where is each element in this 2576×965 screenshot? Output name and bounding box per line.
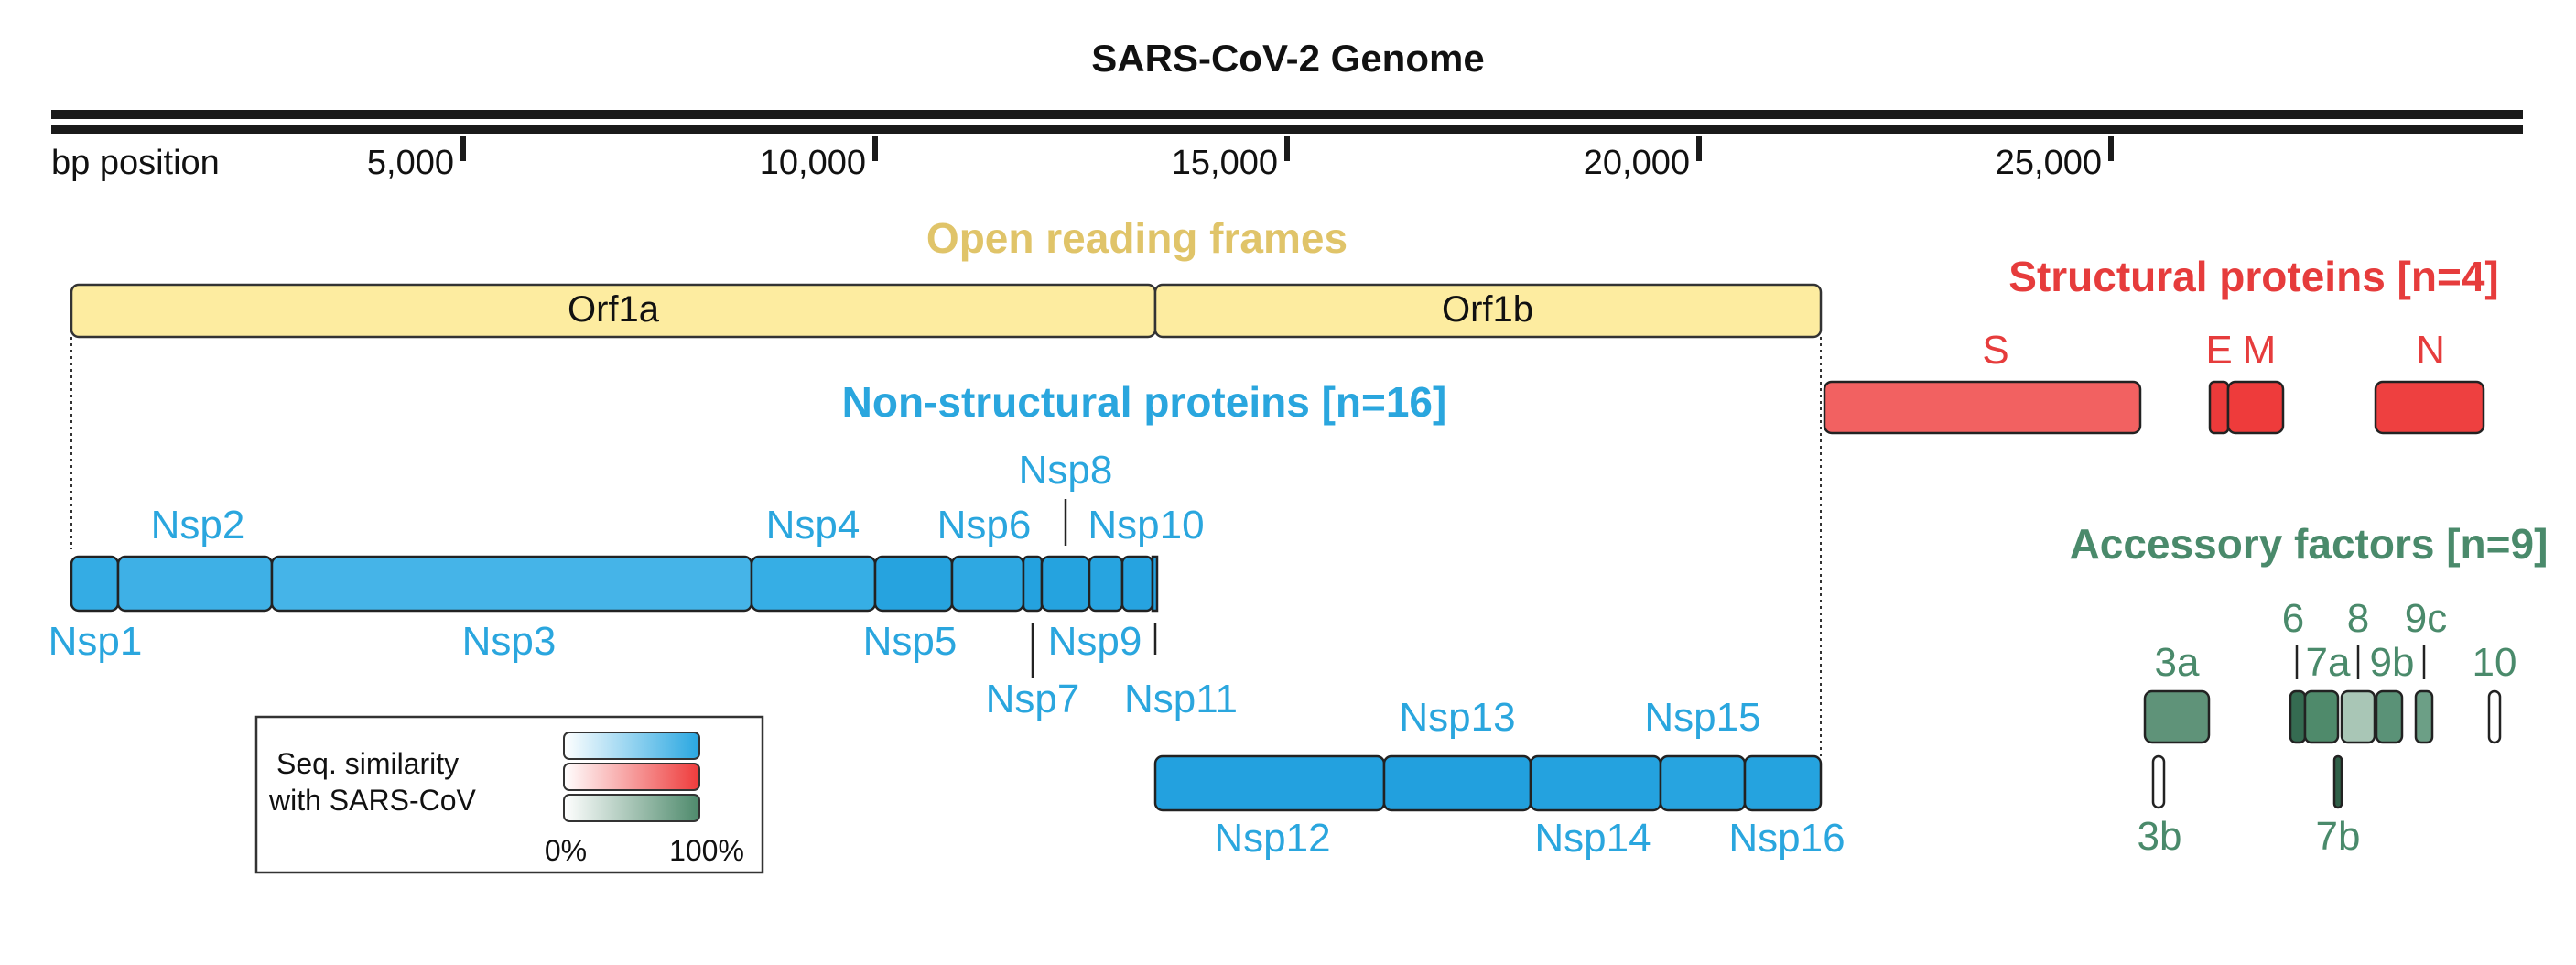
- orf8-label: 8: [2347, 596, 2369, 641]
- orf10-label: 10: [2473, 640, 2517, 685]
- nsp8-label: Nsp8: [1019, 448, 1113, 493]
- nsp10-box: [1120, 555, 1154, 613]
- nsp2-box: [116, 555, 274, 613]
- axis-tick-mark: [2108, 136, 2114, 161]
- diagram-title: SARS-CoV-2 Genome: [1091, 37, 1484, 80]
- axis-tick-label: 25,000: [1996, 144, 2102, 182]
- structural-heading: Structural proteins [n=4]: [2008, 253, 2498, 300]
- legend-title-line1: Seq. similarity: [276, 747, 459, 780]
- m-protein-label: M: [2243, 328, 2277, 373]
- nsp6-label: Nsp6: [937, 503, 1032, 548]
- legend-title-line2: with SARS-CoV: [268, 784, 477, 817]
- similarity-legend: Seq. similarity with SARS-CoV 0% 100%: [254, 715, 764, 874]
- orf6-label: 6: [2282, 596, 2304, 641]
- structural-boxes: [1823, 380, 2485, 435]
- genome-bar-bottom: [51, 125, 2523, 134]
- nsp9-label: Nsp9: [1048, 619, 1142, 664]
- orf3b-label: 3b: [2138, 814, 2182, 859]
- nsp-heading: Non-structural proteins [n=16]: [842, 378, 1447, 426]
- e-protein-box: [2208, 380, 2230, 435]
- orf8-box: [2340, 689, 2376, 744]
- s-protein-box: [1823, 380, 2142, 435]
- nsp6-box: [950, 555, 1025, 613]
- orf7b-label: 7b: [2316, 814, 2361, 859]
- accessory-boxes: [2143, 689, 2502, 809]
- m-protein-box: [2226, 380, 2285, 435]
- e-protein-label: E: [2205, 328, 2232, 373]
- nsp-row-1: [70, 555, 1159, 613]
- axis-tick-mark: [460, 136, 466, 161]
- orf9c-box: [2414, 689, 2434, 744]
- axis-tick-mark: [1696, 136, 1702, 161]
- axis-tick-mark: [872, 136, 878, 161]
- n-protein-box: [2374, 380, 2485, 435]
- orf1b-bar: [1153, 283, 1823, 339]
- axis-tick-label: 20,000: [1584, 144, 1690, 182]
- orf7a-label: 7a: [2306, 640, 2351, 685]
- nsp15-box: [1659, 754, 1747, 812]
- nsp9-box: [1088, 555, 1124, 613]
- nsp7-box: [1022, 555, 1044, 613]
- s-protein-label: S: [1982, 328, 2008, 373]
- legend-min-label: 0%: [545, 834, 587, 867]
- axis-tick-label: 10,000: [760, 144, 866, 182]
- axis-ticks: 5,000 10,000 15,000 20,000 25,000: [367, 136, 2114, 182]
- orf-heading: Open reading frames: [926, 214, 1348, 262]
- orf9b-label: 9b: [2370, 640, 2415, 685]
- accessory-heading: Accessory factors [n=9]: [2070, 520, 2549, 568]
- nsp7-label: Nsp7: [986, 677, 1080, 721]
- orf6-box: [2289, 689, 2307, 744]
- orf1b: Orf1b: [1153, 283, 1823, 339]
- nsp16-box: [1743, 754, 1823, 812]
- axis-label: bp position: [51, 144, 220, 182]
- axis-tick-label: 15,000: [1172, 144, 1278, 182]
- nsp15-label: Nsp15: [1644, 695, 1760, 740]
- nsp14-label: Nsp14: [1534, 816, 1651, 861]
- orf7b-box: [2332, 754, 2343, 809]
- orf3a-label: 3a: [2155, 640, 2200, 685]
- nsp13-box: [1382, 754, 1532, 812]
- nsp5-label: Nsp5: [863, 619, 958, 664]
- nsp14-box: [1529, 754, 1662, 812]
- orf9c-label: 9c: [2405, 596, 2447, 641]
- nsp1-box: [70, 555, 120, 613]
- nsp4-box: [750, 555, 877, 613]
- orf1b-label: Orf1b: [1442, 289, 1533, 330]
- axis-tick-mark: [1284, 136, 1290, 161]
- legend-swatch-red: [563, 763, 700, 791]
- nsp2-label: Nsp2: [151, 503, 245, 548]
- genome-axis: bp position 5,000 10,000 15,000 20,000 25,00…: [51, 110, 2523, 182]
- nsp10-label: Nsp10: [1088, 503, 1204, 548]
- nsp13-label: Nsp13: [1399, 695, 1515, 740]
- legend-max-label: 100%: [669, 834, 744, 867]
- orf1a: Orf1a: [70, 283, 1157, 339]
- axis-tick-label: 5,000: [367, 144, 454, 182]
- legend-swatch-green: [563, 794, 700, 822]
- nsp11-box: [1151, 555, 1159, 613]
- nsp-row-2: [1153, 754, 1823, 812]
- nsp4-label: Nsp4: [766, 503, 860, 548]
- orf3a-box: [2143, 689, 2211, 744]
- nsp3-box: [270, 555, 753, 613]
- nsp16-label: Nsp16: [1728, 816, 1845, 861]
- orf9b-box: [2375, 689, 2404, 744]
- nsp12-label: Nsp12: [1214, 816, 1330, 861]
- orf10-box: [2487, 689, 2502, 744]
- nsp3-label: Nsp3: [462, 619, 557, 664]
- nsp5-box: [873, 555, 954, 613]
- orf7a-box: [2303, 689, 2340, 744]
- nsp11-label: Nsp11: [1124, 677, 1238, 721]
- nsp8-box: [1040, 555, 1091, 613]
- accessory-leaders: [2295, 645, 2426, 679]
- nsp1-label: Nsp1: [49, 619, 143, 664]
- orf1a-label: Orf1a: [568, 289, 660, 330]
- orf3b-box: [2151, 754, 2166, 809]
- n-protein-label: N: [2416, 328, 2445, 373]
- nsp12-box: [1153, 754, 1386, 812]
- legend-swatch-blue: [563, 732, 700, 760]
- genome-bar-top: [51, 110, 2523, 119]
